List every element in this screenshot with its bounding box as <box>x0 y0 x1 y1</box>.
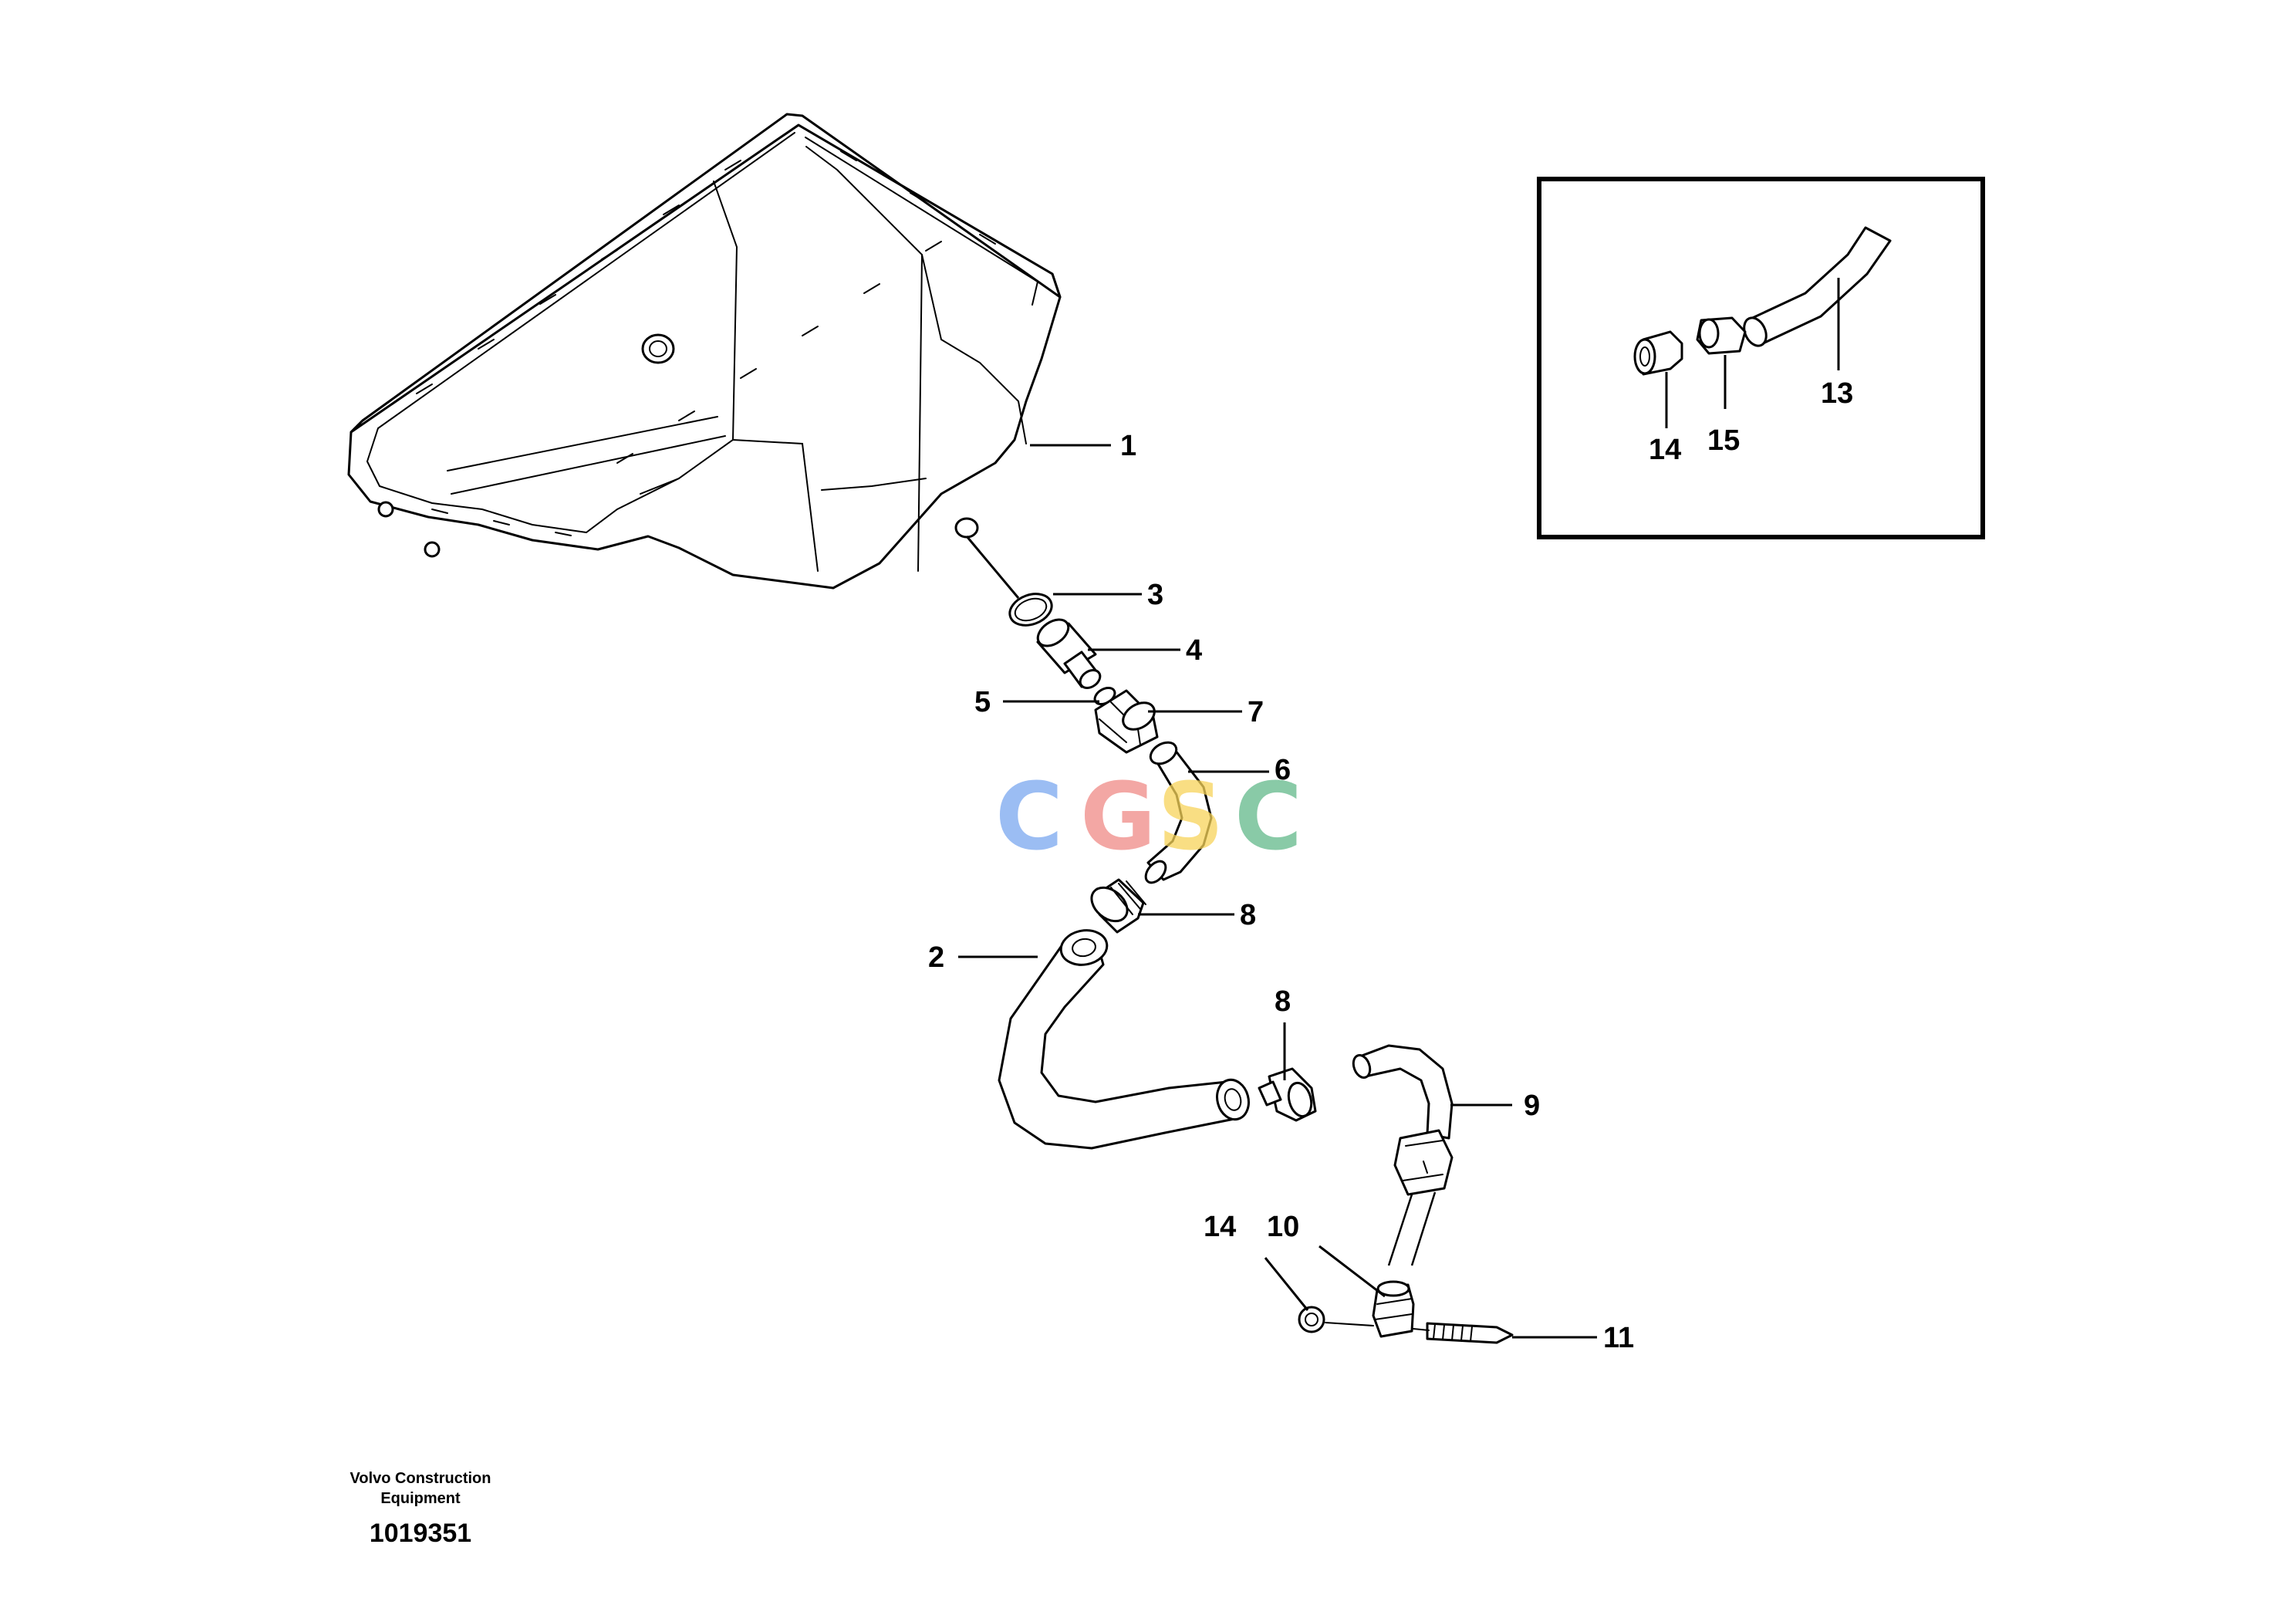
callout-8-upper: 8 <box>1240 899 1256 931</box>
callout-3: 3 <box>1147 579 1163 611</box>
oil-hose <box>998 929 1250 1150</box>
drain-pipe <box>1352 1044 1454 1266</box>
watermark-letter-3: S <box>1157 764 1224 871</box>
footer-brand: Volvo Construction Equipment <box>349 1470 491 1507</box>
callout-13: 13 <box>1821 377 1853 410</box>
union-nut <box>1094 689 1159 754</box>
adapter <box>1036 618 1102 689</box>
hose-clamp-lower <box>1258 1067 1317 1122</box>
hose-clamp-upper <box>1090 878 1146 934</box>
callout-labels: 1 2 3 4 5 7 6 8 8 9 14 10 11 13 14 15 <box>928 377 1853 1354</box>
washer <box>1298 1306 1374 1333</box>
leader-lines <box>958 444 1597 1339</box>
callout-7: 7 <box>1248 696 1264 728</box>
fitting <box>1372 1280 1415 1338</box>
watermark: C G S C <box>995 764 1302 871</box>
oil-pan <box>347 113 1062 590</box>
callout-14: 14 <box>1649 434 1681 466</box>
callout-2: 2 <box>928 941 944 974</box>
callout-6: 6 <box>1275 754 1291 786</box>
watermark-letter-1: C <box>995 764 1063 871</box>
watermark-letter-4: C <box>1234 764 1302 871</box>
callout-4: 4 <box>1186 634 1202 667</box>
callout-8-lower: 8 <box>1275 985 1291 1018</box>
callout-10: 10 <box>1267 1211 1299 1243</box>
seal-ring <box>1008 593 1053 627</box>
callout-11: 11 <box>1603 1322 1634 1354</box>
elbow-pipe <box>1144 741 1213 884</box>
drawing-number: 1019351 <box>369 1519 472 1548</box>
callout-9: 9 <box>1524 1090 1540 1122</box>
callout-12: 14 <box>1204 1211 1236 1243</box>
callout-1: 1 <box>1120 430 1136 462</box>
callout-5: 5 <box>974 686 991 718</box>
detail-inset <box>1537 177 1985 539</box>
banjo-bolt <box>1413 1322 1514 1344</box>
callout-15: 15 <box>1707 424 1740 457</box>
watermark-letter-2: G <box>1080 764 1156 871</box>
